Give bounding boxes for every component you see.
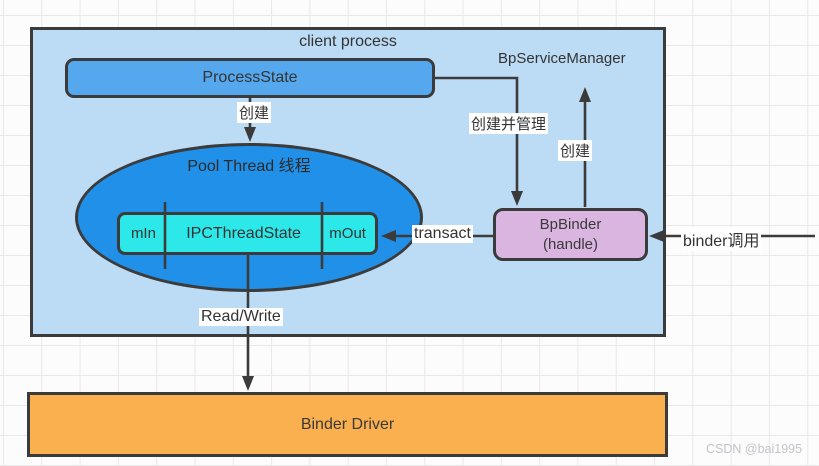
- process-state-box: ProcessState: [65, 58, 435, 98]
- create-bpservicemanager-label: 创建: [558, 140, 593, 161]
- read-write-label: Read/Write: [199, 308, 283, 326]
- create-and-manage-label: 创建并管理: [469, 113, 549, 134]
- create-label: 创建: [237, 102, 272, 123]
- binder-call-label: binder调用: [681, 227, 762, 251]
- pool-thread-label: Pool Thread 线程: [187, 158, 311, 175]
- ipc-min-cell: mIn: [130, 225, 156, 242]
- bp-service-manager-label: BpServiceManager: [498, 50, 626, 67]
- bp-binder-box: BpBinder (handle): [493, 208, 648, 261]
- client-process-title: client process: [299, 33, 397, 50]
- bp-binder-handle-label: (handle): [542, 235, 599, 253]
- ipc-mout-cell: mOut: [329, 225, 366, 242]
- bp-binder-label: BpBinder: [539, 216, 602, 233]
- arrowhead-read-write: [242, 376, 254, 391]
- ipc-thread-state-box: mIn IPCThreadState mOut: [117, 212, 378, 255]
- csdn-watermark: CSDN @bai1995: [706, 442, 803, 456]
- binder-driver-box: Binder Driver: [27, 392, 668, 457]
- transact-label: transact: [412, 225, 473, 243]
- ipc-core-cell: IPCThreadState: [186, 224, 301, 242]
